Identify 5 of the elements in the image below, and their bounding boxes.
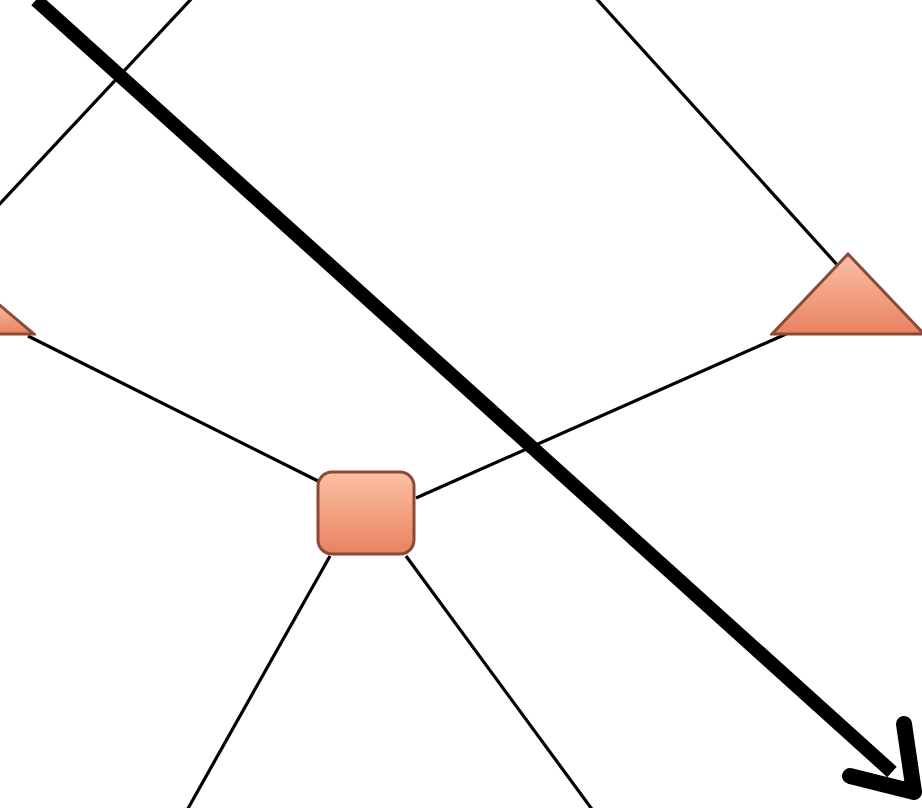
- connector-line: [27, 334, 321, 484]
- connector-line: [592, 0, 842, 270]
- connector-line: [404, 555, 596, 808]
- connector-line: [415, 332, 787, 500]
- connector-line: [184, 555, 332, 808]
